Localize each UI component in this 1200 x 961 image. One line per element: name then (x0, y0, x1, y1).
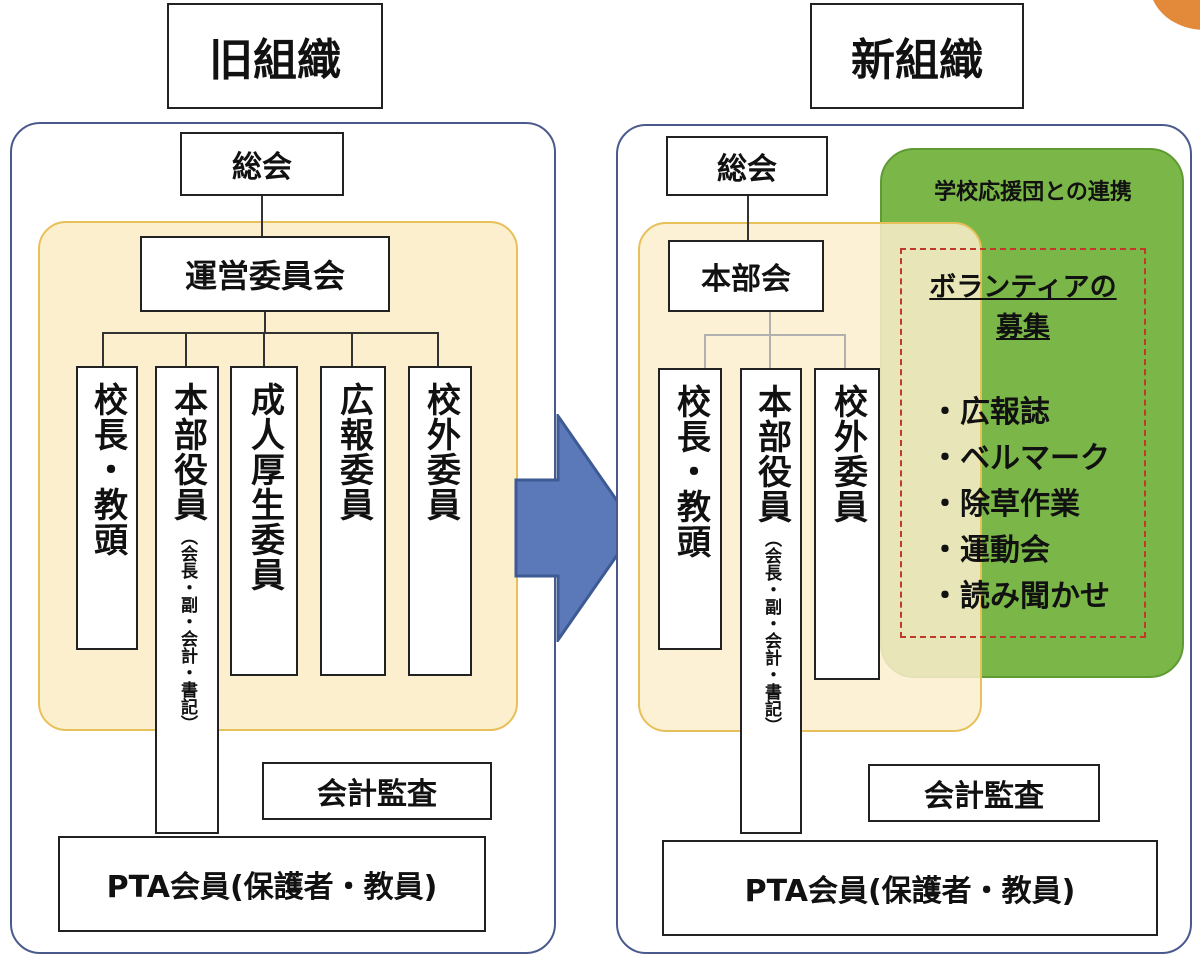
volunteer-item: ・読み聞かせ (930, 579, 1110, 614)
new-col-label: 校長・教頭 (670, 384, 711, 559)
new-connector (704, 334, 846, 336)
old-col-sublabel: （会長・副・会計・書記） (177, 528, 197, 732)
old-pta-members: PTA会員(保護者・教員) (58, 836, 486, 932)
support-title: 学校応援団との連携 (934, 180, 1132, 205)
corner-accent (1150, 0, 1200, 30)
volunteer-title-line2: 募集 (996, 312, 1050, 343)
new-col-label: 校外委員 (827, 384, 868, 524)
old-connector (102, 332, 438, 334)
new-col-label: 本部役員 (751, 384, 792, 524)
transition-arrow-icon (514, 414, 638, 642)
old-general-meeting: 総会 (180, 132, 344, 196)
volunteer-title-line1: ボランティアの (929, 272, 1117, 303)
old-title: 旧組織 (167, 3, 383, 109)
old-col-label: 成人厚生委員 (244, 382, 285, 592)
old-steering-committee: 運営委員会 (140, 236, 390, 312)
old-connector (263, 332, 265, 366)
old-col-label: 広報委員 (333, 382, 374, 522)
old-audit: 会計監査 (262, 762, 492, 820)
volunteer-item: ・広報誌 (930, 395, 1050, 430)
old-col-label: 校外委員 (420, 382, 461, 522)
volunteer-list: ・広報誌 ・ベルマーク ・除草作業 ・運動会 ・読み聞かせ (930, 390, 1140, 620)
new-connector (769, 312, 771, 336)
old-connector (437, 332, 439, 366)
new-connector (747, 196, 749, 242)
new-pta-members: PTA会員(保護者・教員) (662, 840, 1158, 936)
old-connector (264, 312, 266, 334)
old-col-headquarters-officers: 本部役員 （会長・副・会計・書記） (155, 366, 219, 834)
old-connector (185, 332, 187, 366)
old-connector (261, 196, 263, 238)
new-connector (769, 334, 771, 370)
old-connector (351, 332, 353, 366)
old-col-adult-welfare: 成人厚生委員 (230, 366, 298, 676)
volunteer-item: ・ベルマーク (930, 441, 1110, 476)
new-connector (844, 334, 846, 370)
old-connector (102, 332, 104, 366)
volunteer-item: ・除草作業 (930, 487, 1080, 522)
old-col-label: 校長・教頭 (87, 382, 128, 557)
new-headquarters-meeting: 本部会 (668, 240, 824, 312)
new-title: 新組織 (810, 3, 1024, 109)
volunteer-recruitment-box (900, 248, 1146, 638)
old-col-label: 本部役員 (167, 382, 208, 522)
new-connector (704, 334, 706, 370)
old-col-public-relations: 広報委員 (320, 366, 386, 676)
volunteer-title: ボランティアの 募集 (904, 268, 1142, 348)
new-general-meeting: 総会 (666, 136, 828, 196)
new-col-headquarters-officers: 本部役員 （会長・副・会計・書記） (740, 368, 802, 834)
new-col-principal: 校長・教頭 (658, 368, 722, 650)
new-audit: 会計監査 (868, 764, 1100, 822)
volunteer-item: ・運動会 (930, 533, 1050, 568)
new-col-sublabel: （会長・副・会計・書記） (761, 530, 781, 734)
new-col-outside-school: 校外委員 (814, 368, 880, 680)
old-col-outside-school: 校外委員 (408, 366, 472, 676)
old-col-principal: 校長・教頭 (76, 366, 138, 650)
